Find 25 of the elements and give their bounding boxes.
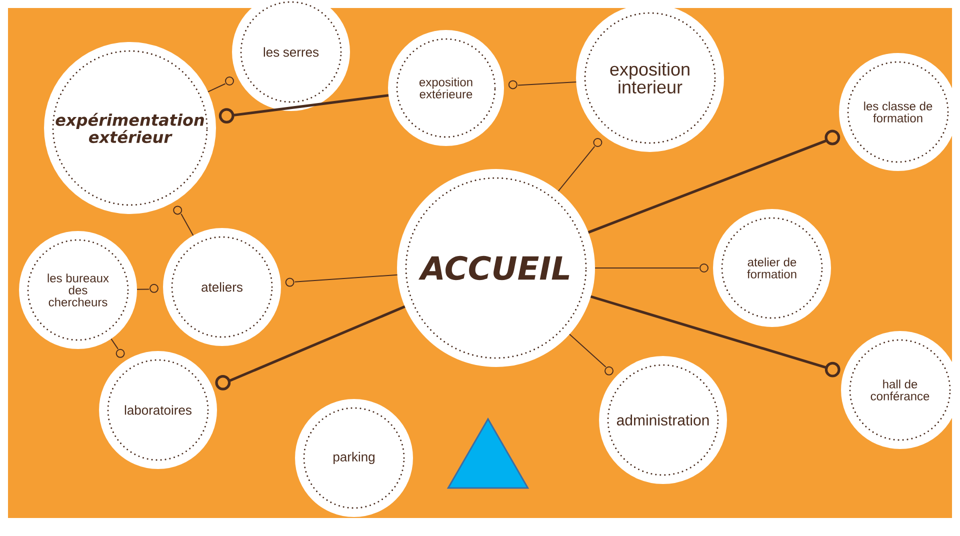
circle-node: expérimentation extérieur [44,42,216,214]
circle-node: ateliers [163,228,281,346]
circle-node: laboratoires [99,351,217,469]
circle-node: exposition interieur [576,4,724,152]
circle-node: les classe de formation [839,53,958,171]
circle-node: ACCUEIL [397,169,595,367]
circle-node: parking [295,399,413,517]
connector [508,80,577,90]
connector [208,76,234,92]
connector [594,264,708,272]
connector [588,130,840,234]
connector [569,334,614,376]
circle-node: exposition extérieure [388,30,504,146]
connector [218,94,389,124]
connector [215,305,406,390]
circle-node: administration [599,356,727,484]
connector [136,284,158,293]
connector [590,295,840,378]
connector [558,138,602,192]
circle-node: atelier de formation [713,209,831,327]
circle-node: hall de conférance [841,331,959,449]
connector [110,338,125,358]
connector [285,274,398,287]
connector [173,206,194,236]
circle-node: les bureaux des chercheurs [19,231,137,349]
